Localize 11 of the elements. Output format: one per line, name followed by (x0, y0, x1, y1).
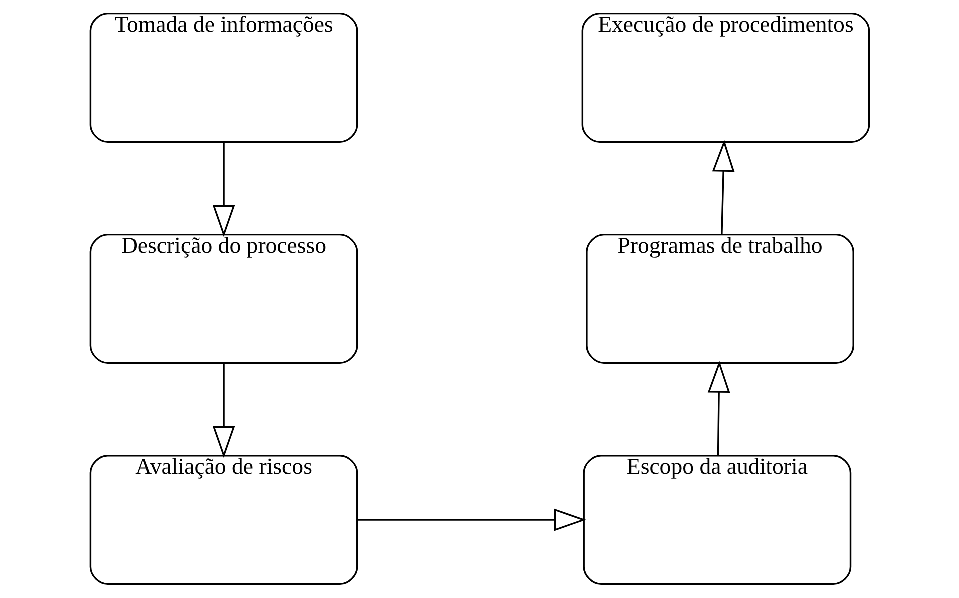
arrow (712, 140, 734, 235)
arrow (212, 364, 235, 458)
node-box: Programas de trabalho (586, 234, 854, 364)
arrow (357, 508, 586, 532)
node-box: Escopo da auditoria (582, 455, 852, 586)
arrow (707, 360, 730, 456)
node-box: Tomada de informações (89, 12, 358, 143)
arrow (212, 142, 235, 238)
node-box: Execução de procedimentos (581, 12, 870, 143)
node-box: Avaliação de riscos (89, 455, 358, 586)
node-box: Descrição do processo (89, 234, 358, 364)
